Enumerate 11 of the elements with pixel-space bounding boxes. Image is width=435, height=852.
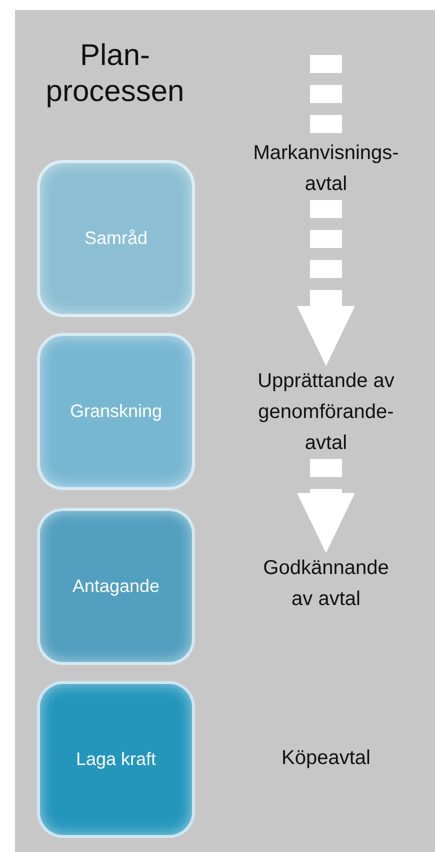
step-text: Markanvisnings- avtal: [241, 138, 411, 200]
title: Plan- processen: [44, 38, 186, 110]
dashed-arrow: [297, 459, 355, 553]
process-box: Granskning: [37, 333, 195, 490]
dashed-arrow: [297, 200, 355, 366]
process-box: Laga kraft: [37, 681, 195, 838]
process-box: Samråd: [37, 160, 195, 317]
process-box: Antagande: [37, 508, 195, 665]
step-text: Godkännande av avtal: [251, 553, 401, 615]
step-text: Köpeavtal: [251, 743, 401, 774]
step-text: Upprättande av genomförande- avtal: [241, 366, 411, 459]
